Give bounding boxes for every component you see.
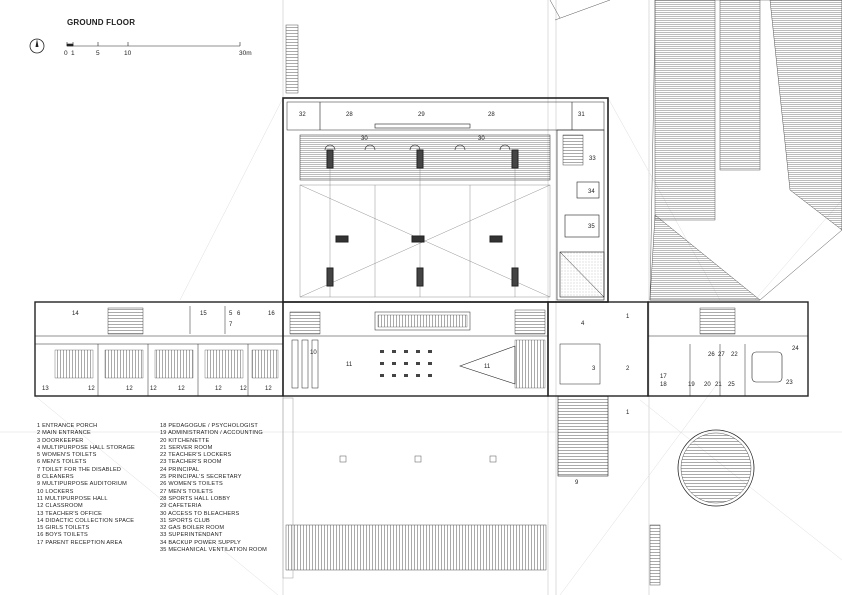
legend-item: 2 MAIN ENTRANCE [37, 430, 91, 437]
sports-hall-block [282, 97, 609, 303]
room-label: 12 [215, 386, 222, 392]
legend-item: 33 SUPERINTENDANT [160, 532, 223, 539]
legend-item: 23 TEACHER'S ROOM [160, 459, 222, 466]
legend-item: 34 BACKUP POWER SUPPLY [160, 539, 241, 546]
room-label: 2 [626, 366, 630, 372]
room-label: 22 [731, 352, 738, 358]
legend-item: 17 PARENT RECEPTION AREA [37, 539, 123, 546]
legend-item: 5 WOMEN'S TOILETS [37, 452, 97, 459]
room-label: 12 [88, 386, 95, 392]
room-label: 32 [299, 112, 306, 118]
room-label: 20 [704, 382, 711, 388]
room-label: 23 [786, 380, 793, 386]
legend-item: 3 DOORKEEPER [37, 437, 84, 444]
room-label: 19 [688, 382, 695, 388]
room-label: 10 [310, 350, 317, 356]
west-wing [34, 301, 321, 397]
room-label: 6 [237, 311, 241, 317]
room-label: 1 [626, 410, 630, 416]
room-label: 12 [265, 386, 272, 392]
stadium-bleachers [549, 0, 842, 301]
room-label: 3 [592, 366, 596, 372]
legend-item: 35 MECHANICAL VENTILATION ROOM [160, 547, 268, 554]
legend-item: 6 MEN'S TOILETS [37, 459, 87, 466]
room-label: 12 [178, 386, 185, 392]
legend-item: 16 BOYS TOILETS [37, 532, 88, 539]
room-label: 1 [626, 314, 630, 320]
legend-item: 29 CAFETERIA [160, 503, 202, 510]
room-label: 15 [200, 311, 207, 317]
room-label: 30 [478, 136, 485, 142]
room-label: 33 [589, 156, 596, 162]
scale-bar [66, 42, 241, 47]
legend-item: 14 DIDACTIC COLLECTION SPACE [37, 517, 135, 524]
east-wing [547, 301, 809, 477]
room-label: 28 [346, 112, 353, 118]
room-label: 12 [150, 386, 157, 392]
legend-item: 13 TEACHER'S OFFICE [37, 510, 103, 517]
legend-item: 26 WOMEN'S TOILETS [160, 481, 223, 488]
room-label: 11 [346, 362, 353, 368]
room-label: 21 [715, 382, 722, 388]
room-label: 12 [126, 386, 133, 392]
legend-item: 30 ACCESS TO BLEACHERS [160, 510, 240, 517]
room-label: 13 [42, 386, 49, 392]
site-stair [285, 24, 299, 94]
room-label: 34 [588, 189, 595, 195]
legend-item: 32 GAS BOILER ROOM [160, 525, 225, 532]
legend-item: 10 LOCKERS [37, 488, 74, 495]
legend-item: 31 SPORTS CLUB [160, 517, 210, 524]
room-label: 11 [484, 364, 491, 370]
legend-item: 28 SPORTS HALL LOBBY [160, 495, 231, 502]
legend-item: 27 MEN'S TOILETS [160, 488, 213, 495]
legend-item: 4 MULTIPURPOSE HALL STORAGE [37, 444, 135, 451]
room-label: 35 [588, 224, 595, 230]
legend-item: 18 PEDAGOGUE / PSYCHOLOGIST [160, 423, 259, 429]
room-label: 26 [708, 352, 715, 358]
site-features [282, 397, 755, 586]
room-label: 7 [229, 322, 233, 328]
room-label: 12 [240, 386, 247, 392]
room-label: 18 [660, 382, 667, 388]
central-hall [282, 301, 549, 397]
room-label: 16 [268, 311, 275, 317]
room-label: 17 [660, 374, 667, 380]
room-label: 5 [229, 311, 233, 317]
room-label: 4 [581, 321, 585, 327]
legend-item: 22 TEACHER'S LOCKERS [160, 452, 232, 459]
room-label: 29 [418, 112, 425, 118]
legend-item: 1 ENTRANCE PORCH [37, 423, 98, 429]
legend-item: 15 GIRLS TOILETS [37, 525, 90, 532]
legend-item: 9 MULTIPURPOSE AUDITORIUM [37, 481, 127, 488]
scale-label: 30m [239, 50, 252, 57]
scale-label: 1 [71, 50, 75, 57]
legend-item: 12 CLASSROOM [37, 503, 83, 510]
legend-left: 1 ENTRANCE PORCH 2 MAIN ENTRANCE 3 DOORK… [37, 423, 135, 547]
legend-item: 20 KITCHENETTE [160, 437, 210, 444]
room-label: 9 [575, 480, 579, 486]
legend-item: 25 PRINCIPAL'S SECRETARY [160, 474, 242, 481]
room-label: 27 [718, 352, 725, 358]
scale-label: 0 [64, 50, 68, 57]
legend-item: 21 SERVER ROOM [160, 444, 213, 451]
room-label: 28 [488, 112, 495, 118]
plan-title: GROUND FLOOR [67, 18, 136, 27]
scale-label: 10 [124, 50, 132, 57]
legend-item: 24 PRINCIPAL [160, 466, 200, 473]
legend-right: 18 PEDAGOGUE / PSYCHOLOGIST 19 ADMINISTR… [160, 423, 267, 554]
room-label: 25 [728, 382, 735, 388]
room-labels: 32 28 29 28 31 30 30 33 34 35 14 15 5 6 … [42, 112, 799, 486]
legend-item: 19 ADMINISTRATION / ACCOUNTING [160, 430, 263, 437]
legend-item: 11 MULTIPURPOSE HALL [37, 495, 108, 502]
room-label: 30 [361, 136, 368, 142]
legend-item: 7 TOILET FOR THE DISABLED [37, 466, 122, 473]
legend-item: 8 CLEANERS [37, 474, 74, 481]
scale-label: 5 [96, 50, 100, 57]
room-label: 24 [792, 346, 799, 352]
room-label: 31 [578, 112, 585, 118]
room-label: 14 [72, 311, 79, 317]
north-arrow-icon [29, 38, 45, 54]
